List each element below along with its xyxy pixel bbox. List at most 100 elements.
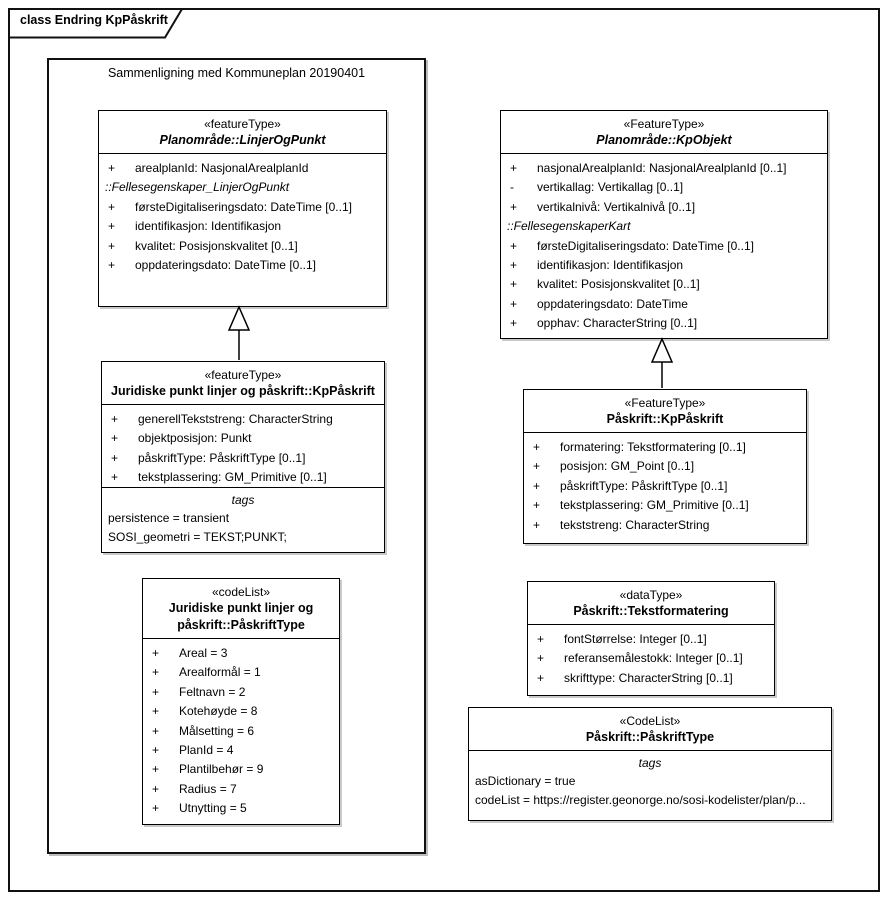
tag-line: codeList = https://register.geonorge.no/… — [475, 793, 806, 807]
tag-line: SOSI_geometri = TEKST;PUNKT; — [108, 530, 287, 544]
attribute-text: arealplanId: NasjonalArealplanId — [135, 161, 309, 175]
visibility-marker: + — [510, 161, 518, 175]
attribute-text: tekstplassering: GM_Primitive [0..1] — [560, 498, 749, 513]
attribute-row: + Areal = 3 — [143, 644, 339, 663]
attribute-row: +førsteDigitaliseringsdato: DateTime [0.… — [99, 198, 386, 217]
frame-label: Sammenligning med Kommuneplan 20190401 — [107, 66, 366, 80]
visibility-marker: + — [111, 412, 119, 426]
attribute-row: +oppdateringsdato: DateTime [0..1] — [99, 256, 386, 275]
class-stereotype: «CodeList» — [619, 714, 681, 728]
attribute-text: ::FellesegenskaperKart — [507, 219, 631, 234]
attribute-row: +kvalitet: Posisjonskvalitet [0..1] — [501, 275, 827, 294]
visibility-marker: - — [510, 180, 514, 195]
visibility-marker: + — [111, 431, 119, 446]
visibility-marker: + — [108, 219, 116, 234]
attribute-row: +skrifttype: CharacterString [0..1] — [528, 669, 774, 688]
attribute-text: Arealformål = 1 — [179, 665, 261, 680]
class-paaskrift-type-juridiske: «codeList» Juridiske punkt linjer og pås… — [142, 578, 340, 825]
class-stereotype: «dataType» — [619, 588, 683, 602]
attributes-compartment: + arealplanId: NasjonalArealplanId::Felle… — [99, 154, 386, 275]
attribute-row: + Målsetting = 6 — [143, 722, 339, 741]
attribute-row: +opphav: CharacterString [0..1] — [501, 314, 827, 333]
attribute-row: + Utnytting = 5 — [143, 799, 339, 818]
attribute-row: + objektposisjon: Punkt — [102, 429, 384, 448]
attribute-row: + tekstplassering: GM_Primitive [0..1] — [102, 468, 384, 487]
attribute-row: + nasjonalArealplanId: NasjonalArealplanI… — [501, 159, 827, 178]
visibility-marker: + — [152, 704, 160, 719]
comparison-frame: Sammenligning med Kommuneplan 20190401 — [47, 58, 426, 854]
attribute-text: nasjonalArealplanId: NasjonalArealplanId… — [537, 161, 787, 175]
attribute-row: +kvalitet: Posisjonskvalitet [0..1] — [99, 237, 386, 256]
attribute-text: Målsetting = 6 — [179, 723, 255, 738]
visibility-marker: + — [533, 459, 541, 474]
class-kp-objekt: «FeatureType» Planområde::KpObjekt +nasj… — [500, 110, 828, 339]
visibility-marker: + — [152, 781, 160, 796]
attribute-text: opphav: CharacterString [0..1] — [537, 316, 698, 331]
attribute-text: objektposisjon: Punkt — [138, 431, 252, 446]
attribute-text: førsteDigitaliseringsdato: DateTime [0..… — [537, 238, 754, 253]
attribute-text: Areal = 3 — [179, 646, 228, 660]
attribute-row: + Feltnavn = 2 — [143, 683, 339, 702]
attribute-row: +tekststreng: CharacterString — [524, 516, 806, 535]
visibility-marker: + — [510, 238, 518, 253]
class-name: Planområde::LinjerOgPunkt — [159, 133, 326, 147]
attribute-text: tekstplassering: GM_Primitive [0..1] — [138, 470, 327, 485]
visibility-marker: + — [510, 258, 518, 273]
visibility-marker: + — [152, 762, 160, 777]
attribute-row: +Radius = 7 — [143, 780, 339, 799]
visibility-marker: + — [510, 277, 518, 292]
attribute-text: påskriftType: PåskriftType [0..1] — [560, 478, 728, 493]
visibility-marker: + — [111, 470, 119, 485]
attribute-row: +påskriftType: PåskriftType [0..1] — [524, 477, 806, 496]
tags-label: tags — [638, 756, 662, 770]
attributes-compartment: + nasjonalArealplanId: NasjonalArealplanI… — [501, 154, 827, 334]
visibility-marker: + — [533, 498, 541, 513]
visibility-marker: + — [152, 646, 160, 660]
attribute-row: +Plantilbehør = 9 — [143, 760, 339, 779]
class-name: Juridiske punkt linjer og påskrift::Påsk… — [168, 601, 314, 632]
attribute-section-row: ::FellesegenskaperKart — [501, 217, 827, 236]
attribute-text: vertikalnivå: Vertikalnivå [0..1] — [537, 199, 696, 214]
attribute-row: +referansemålestokk: Integer [0..1] — [528, 649, 774, 668]
attribute-section-row: ::Fellesegenskaper_LinjerOgPunkt — [99, 178, 386, 197]
attribute-row: - vertikallag: Vertikallag [0..1] — [501, 178, 827, 197]
diagram-title: class Endring KpPåskrift — [20, 13, 168, 27]
attribute-row: +formatering: Tekstformatering [0..1] — [524, 438, 806, 457]
visibility-marker: + — [152, 684, 160, 699]
class-name: Planområde::KpObjekt — [596, 133, 732, 147]
diagram-border — [8, 8, 880, 892]
attributes-compartment: +fontStørrelse: Integer [0..1]+referanse… — [528, 625, 774, 688]
visibility-marker: + — [108, 238, 116, 253]
visibility-marker: + — [108, 161, 116, 175]
attribute-text: Feltnavn = 2 — [179, 684, 246, 699]
class-stereotype: «featureType» — [204, 368, 282, 382]
attribute-text: Utnytting = 5 — [179, 801, 247, 816]
visibility-marker: + — [152, 723, 160, 738]
attribute-text: identifikasjon: Identifikasjon — [135, 219, 282, 234]
visibility-marker: + — [533, 440, 541, 454]
attribute-text: tekststreng: CharacterString — [560, 517, 710, 532]
attribute-text: posisjon: GM_Point [0..1] — [560, 459, 695, 474]
visibility-marker: + — [510, 296, 518, 311]
class-name: Juridiske punkt linjer og påskrift::KpPå… — [111, 384, 375, 398]
attribute-text: oppdateringsdato: DateTime [0..1] — [135, 258, 316, 273]
diagram-title-tab — [8, 8, 184, 39]
attribute-row: +påskriftType: PåskriftType [0..1] — [102, 449, 384, 468]
visibility-marker: + — [111, 450, 119, 465]
tags-label: tags — [231, 493, 255, 507]
attribute-row: + identifikasjon: Identifikasjon — [99, 217, 386, 236]
attribute-text: generellTekststreng: CharacterString — [138, 412, 333, 426]
visibility-marker: + — [152, 665, 160, 680]
visibility-marker: + — [152, 801, 160, 816]
tag-line: persistence = transient — [108, 511, 230, 525]
attribute-text: vertikallag: Vertikallag [0..1] — [537, 180, 684, 195]
attributes-compartment: +Areal = 3+Arealformål = 1+Feltnavn = 2+… — [143, 639, 339, 819]
class-kp-paaskrift: «FeatureType» Påskrift::KpPåskrift +form… — [523, 389, 807, 544]
class-kp-paaskrift-juridiske: «featureType» Juridiske punkt linjer og … — [101, 361, 385, 553]
attribute-text: oppdateringsdato: DateTime — [537, 296, 688, 311]
visibility-marker: + — [152, 743, 160, 758]
class-header: «codeList» Juridiske punkt linjer og pås… — [143, 579, 339, 639]
